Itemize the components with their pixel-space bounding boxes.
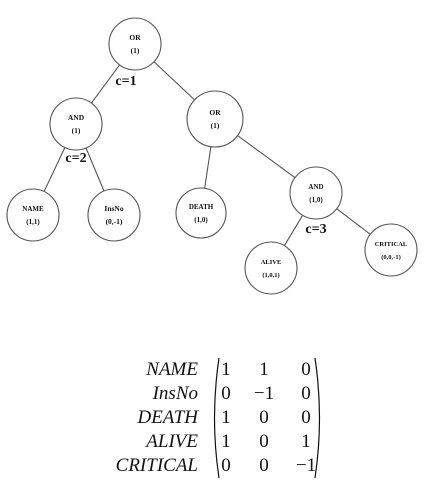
- edge-or2-and2: [237, 135, 296, 179]
- matrix-cell: 0: [221, 455, 231, 476]
- node-circle: [244, 241, 298, 295]
- node-value-label: (0,0,-1): [381, 254, 401, 261]
- matrix-cell: 1: [259, 359, 269, 380]
- node-circle: [87, 188, 141, 242]
- edge-and1-name: [43, 147, 66, 192]
- node-type-label: InsNo: [104, 204, 123, 213]
- node-value-label: (1,0,1): [262, 272, 279, 279]
- node-type-label: NAME: [22, 205, 44, 213]
- node-type-label: DEATH: [189, 203, 214, 211]
- node-type-label: AND: [68, 113, 85, 122]
- node-value-label: (1,0): [194, 216, 208, 224]
- matrix-cell: 1: [221, 407, 231, 428]
- matrix-left-paren: [213, 357, 220, 479]
- matrix-row-label: InsNo: [152, 383, 198, 404]
- node-circle: [108, 17, 162, 71]
- node-value-label: (1): [131, 46, 140, 55]
- matrix-cell: −1: [296, 455, 316, 476]
- edge-root-and1: [90, 64, 121, 104]
- matrix-cell: 1: [221, 431, 231, 452]
- matrix-cell: 0: [221, 383, 231, 404]
- node-value-label: (1): [211, 121, 220, 130]
- node-circle: [6, 188, 60, 242]
- node-and1: AND (1): [49, 97, 103, 151]
- tree-edges: [43, 61, 371, 246]
- matrix-right-paren: [314, 357, 321, 479]
- node-name: NAME (1,1): [6, 188, 60, 242]
- node-value-label: (1): [72, 126, 81, 135]
- edge-or2-death: [204, 146, 212, 189]
- node-critical: CRITICAL (0,0,-1): [364, 223, 418, 277]
- cost-labels: c=1 c=2 c=3: [65, 74, 326, 237]
- node-circle: [175, 187, 227, 239]
- node-and2: AND (1,0): [289, 166, 343, 220]
- matrix-cell: 0: [301, 407, 311, 428]
- edge-and2-alive: [283, 215, 304, 246]
- matrix-row-label: DEATH: [136, 407, 199, 428]
- node-type-label: ALIVE: [261, 259, 282, 266]
- cost-label-c2: c=2: [65, 151, 86, 166]
- node-circle: [364, 223, 418, 277]
- node-root: OR (1): [108, 17, 162, 71]
- node-value-label: (1,0): [309, 196, 323, 204]
- node-type-label: CRITICAL: [375, 241, 408, 248]
- node-type-label: OR: [209, 108, 221, 117]
- node-type-label: AND: [308, 183, 323, 191]
- cost-label-c3: c=3: [305, 222, 326, 237]
- matrix-cell: 0: [301, 359, 311, 380]
- matrix-cell: 0: [259, 431, 269, 452]
- matrix-cell: 0: [259, 407, 269, 428]
- node-circle: [186, 90, 244, 148]
- node-value-label: (1,1): [26, 218, 40, 226]
- matrix-cell: 1: [221, 359, 231, 380]
- matrix-row-label: CRITICAL: [116, 455, 198, 476]
- node-circle: [49, 97, 103, 151]
- cost-label-c1: c=1: [115, 74, 136, 89]
- matrix-cell: 0: [301, 383, 311, 404]
- node-insno: InsNo (0,-1): [87, 188, 141, 242]
- matrix-row-label: ALIVE: [144, 431, 198, 452]
- edge-root-or2: [153, 61, 195, 101]
- tree-nodes: OR (1) AND (1) OR (1) NAME (1,1) InsNo (0,-1) DEAT…: [6, 17, 418, 295]
- edge-and2-critical: [336, 208, 371, 235]
- node-circle: [289, 166, 343, 220]
- node-alive: ALIVE (1,0,1): [244, 241, 298, 295]
- node-or2: OR (1): [186, 90, 244, 148]
- node-value-label: (0,-1): [106, 217, 123, 226]
- node-type-label: OR: [129, 33, 141, 42]
- matrix-cell: 1: [301, 431, 311, 452]
- matrix-cell: −1: [254, 383, 274, 404]
- matrix-cell: 0: [259, 455, 269, 476]
- matrix-row-label: NAME: [145, 359, 198, 380]
- node-death: DEATH (1,0): [175, 187, 227, 239]
- edge-and1-insno: [85, 147, 105, 192]
